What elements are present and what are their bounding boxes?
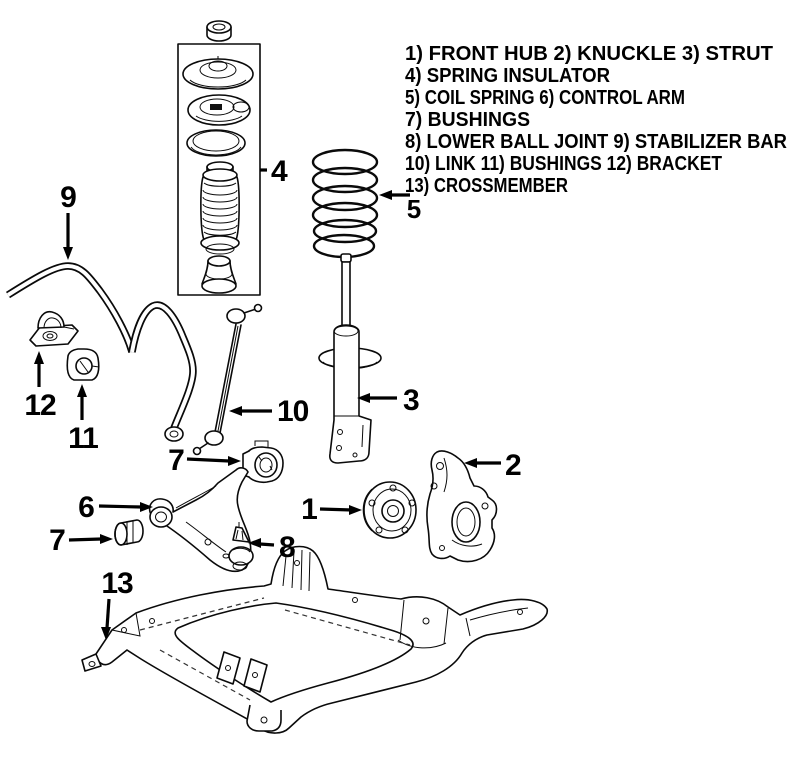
callout-number-4: 4 bbox=[271, 155, 288, 188]
legend-line-3: 5) COIL SPRING 6) CONTROL ARM bbox=[405, 87, 685, 109]
part-coil-spring bbox=[311, 148, 379, 259]
callout-link: 10 bbox=[229, 395, 310, 428]
callout-arrowhead bbox=[357, 393, 370, 403]
callout-coil-spring: 5 bbox=[379, 190, 421, 224]
callout-arrow bbox=[105, 598, 111, 629]
part-knuckle bbox=[426, 450, 498, 563]
dust-boot bbox=[200, 161, 240, 255]
callout-arrowhead bbox=[464, 458, 477, 468]
part-bushing-front bbox=[114, 519, 144, 546]
callout-strut: 3 bbox=[357, 384, 420, 417]
part-bushing-rear bbox=[242, 440, 284, 484]
part-spring-insulator-assembly bbox=[177, 20, 261, 296]
callout-stabilizer-bar: 9 bbox=[60, 181, 77, 260]
callout-arrowhead bbox=[228, 456, 241, 466]
callout-number-6: 6 bbox=[78, 491, 94, 524]
legend-line-6: 10) LINK 11) BUSHINGS 12) BRACKET bbox=[405, 153, 722, 175]
callout-spring-insulator: 4 bbox=[260, 155, 289, 188]
callout-number-5: 5 bbox=[407, 194, 421, 224]
callout-number-7-rear: 7 bbox=[168, 444, 184, 477]
callout-arrow bbox=[319, 507, 353, 512]
legend-line-2: 4) SPRING INSULATOR bbox=[405, 65, 611, 87]
callout-number-11: 11 bbox=[68, 422, 98, 455]
callout-number-13: 13 bbox=[101, 567, 133, 600]
callout-arrow bbox=[68, 537, 102, 542]
legend: 1) FRONT HUB 2) KNUCKLE 3) STRUT 4) SPRI… bbox=[405, 43, 788, 197]
callout-arrowhead bbox=[101, 627, 111, 640]
callout-number-3: 3 bbox=[403, 384, 419, 417]
callout-arrowhead bbox=[248, 538, 261, 548]
callout-number-12: 12 bbox=[24, 389, 56, 422]
legend-line-4: 7) BUSHINGS bbox=[405, 109, 530, 131]
part-bar-bushing bbox=[66, 348, 100, 381]
callout-arrowhead bbox=[100, 534, 113, 544]
strut-nut bbox=[206, 20, 232, 42]
callout-number-1: 1 bbox=[301, 493, 317, 526]
part-bracket bbox=[29, 310, 79, 347]
bump-stop bbox=[201, 255, 237, 294]
callout-number-7-front: 7 bbox=[49, 524, 65, 557]
callout-arrowhead bbox=[229, 406, 242, 416]
callout-arrow bbox=[98, 504, 142, 509]
callout-control-arm: 6 bbox=[78, 491, 153, 524]
callout-arrowhead bbox=[349, 505, 362, 515]
legend-line-1: 1) FRONT HUB 2) KNUCKLE 3) STRUT bbox=[405, 43, 773, 65]
callout-lower-ball-joint: 8 bbox=[248, 531, 296, 564]
bar-end-eyelet bbox=[164, 426, 184, 442]
callout-arrowhead bbox=[77, 384, 87, 397]
callout-arrowhead bbox=[34, 351, 44, 364]
callout-bushing-front: 7 bbox=[49, 524, 113, 557]
legend-line-7: 13) CROSSMEMBER bbox=[405, 175, 568, 197]
callout-crossmember: 13 bbox=[101, 567, 134, 640]
callout-arrowhead bbox=[63, 247, 73, 260]
callout-number-8: 8 bbox=[279, 531, 295, 564]
callout-arrow bbox=[259, 542, 275, 547]
part-strut bbox=[318, 253, 382, 464]
callout-knuckle: 2 bbox=[464, 449, 522, 482]
part-control-arm bbox=[148, 467, 254, 573]
part-front-hub bbox=[362, 481, 417, 539]
callout-bar-bushing: 11 bbox=[68, 384, 99, 455]
callout-arrow bbox=[186, 457, 230, 463]
legend-line-5: 8) LOWER BALL JOINT 9) STABILIZER BAR bbox=[405, 131, 788, 153]
part-crossmember bbox=[81, 545, 548, 734]
part-stabilizer-bar bbox=[6, 262, 197, 442]
callout-bushing-rear: 7 bbox=[168, 444, 241, 477]
callout-arrowhead bbox=[140, 502, 153, 512]
callout-number-10: 10 bbox=[277, 395, 309, 428]
part-link bbox=[192, 303, 263, 456]
part-lower-ball-joint bbox=[228, 522, 254, 571]
callout-bracket: 12 bbox=[24, 351, 57, 422]
callout-number-2: 2 bbox=[505, 449, 521, 482]
callout-number-9: 9 bbox=[60, 181, 76, 214]
callout-front-hub: 1 bbox=[301, 493, 362, 526]
callout-arrowhead bbox=[379, 190, 392, 200]
front-arm-eye bbox=[149, 506, 173, 528]
